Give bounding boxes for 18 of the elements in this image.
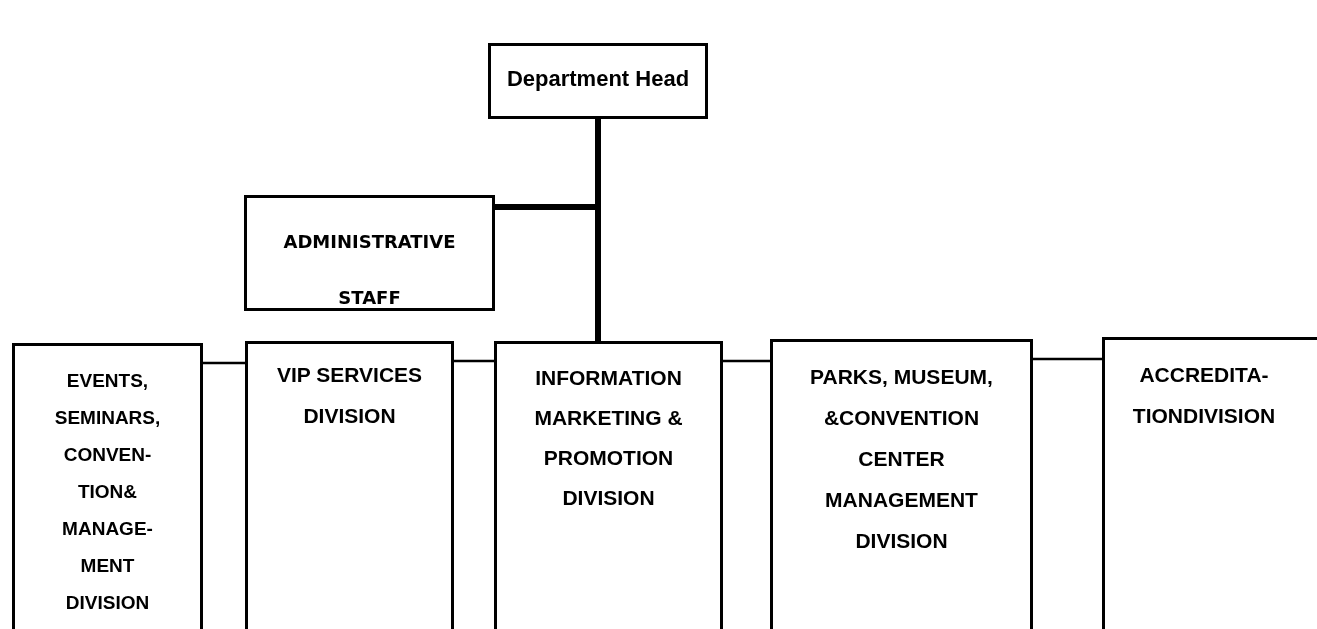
- box-label: ACCREDITA- TIONDIVISION: [1131, 362, 1277, 429]
- box-label: EVENTS, SEMINARS, CONVEN- TION& MANAGE- MENT DIVISION: [53, 369, 162, 615]
- box-label: Department Head: [505, 65, 691, 93]
- connector-line: [454, 359, 494, 363]
- connector-line: [203, 361, 245, 365]
- org-box: [494, 341, 723, 629]
- org-box: [1102, 337, 1317, 629]
- org-box: [488, 43, 708, 119]
- org-box: [770, 339, 1033, 629]
- box-label: VIP SERVICES DIVISION: [275, 362, 424, 429]
- box-label: PARKS, MUSEUM, &CONVENTION CENTER MANAGEMENT DIVISION: [809, 364, 994, 554]
- box-label: INFORMATION MARKETING & PROMOTION DIVISION: [533, 365, 684, 511]
- org-box: [244, 195, 495, 311]
- box-label: ADMINISTRATIVE STAFF: [282, 230, 457, 310]
- connector-line: [723, 359, 770, 363]
- org-box: [12, 343, 203, 629]
- org-box: [245, 341, 454, 629]
- connector-line: [1033, 357, 1102, 361]
